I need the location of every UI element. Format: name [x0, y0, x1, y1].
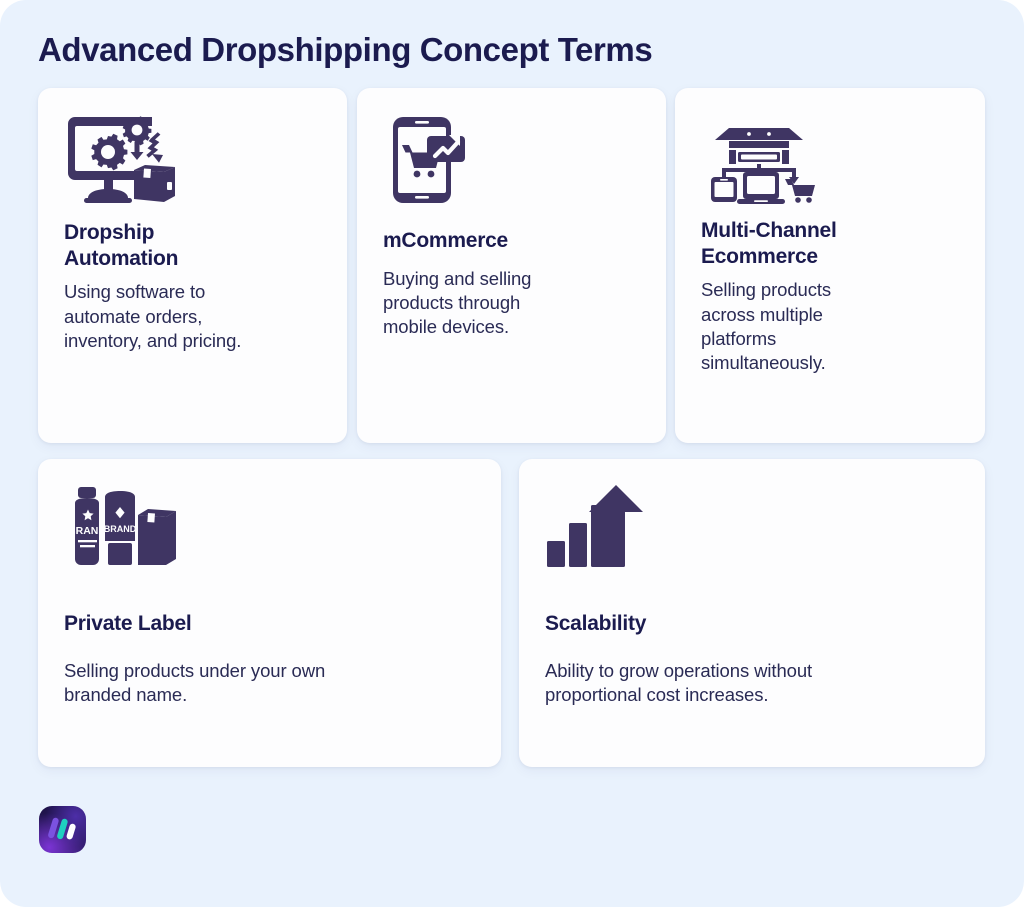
page-title: Advanced Dropshipping Concept Terms	[38, 31, 653, 68]
brand-logo[interactable]	[39, 806, 86, 853]
concept-card-mcommerce: mCommerce Buying and selling products th…	[357, 88, 666, 443]
card-description: Buying and selling products through mobi…	[383, 267, 532, 338]
card-description: Ability to grow operations without propo…	[545, 659, 813, 706]
card-description: Using software to automate orders, inven…	[64, 281, 242, 352]
card-description: Selling products under your own branded …	[64, 659, 326, 706]
card-title: Multi-Channel Ecommerce	[701, 219, 837, 268]
logo-stripe-teal	[57, 818, 68, 840]
concept-card-multi-channel-ecommerce: Multi-Channel Ecommerce Selling products…	[675, 88, 985, 443]
concept-card-private-label: BRAND BRAND	[38, 459, 501, 767]
card-title: Dropship Automation	[64, 221, 179, 270]
card-title: Scalability	[545, 612, 647, 635]
monitor-gears-package-icon	[64, 114, 321, 206]
mobile-shopping-cart-icon	[383, 114, 640, 206]
card-title: Private Label	[64, 612, 192, 635]
storefront-multi-device-icon	[701, 114, 959, 204]
brand-label-tube: BRAND	[104, 524, 137, 534]
concept-card-dropship-automation: Dropship Automation Using software to au…	[38, 88, 347, 443]
logo-stripe-purple	[48, 817, 59, 839]
growth-bar-arrow-icon	[545, 485, 959, 567]
card-title: mCommerce	[383, 229, 508, 252]
concept-card-scalability: Scalability Ability to grow operations w…	[519, 459, 985, 767]
logo-stripe-white	[66, 823, 76, 840]
brand-label-bottle: BRAND	[68, 525, 106, 537]
card-description: Selling products across multiple platfor…	[701, 279, 832, 374]
branded-products-icon: BRAND BRAND	[64, 485, 475, 567]
